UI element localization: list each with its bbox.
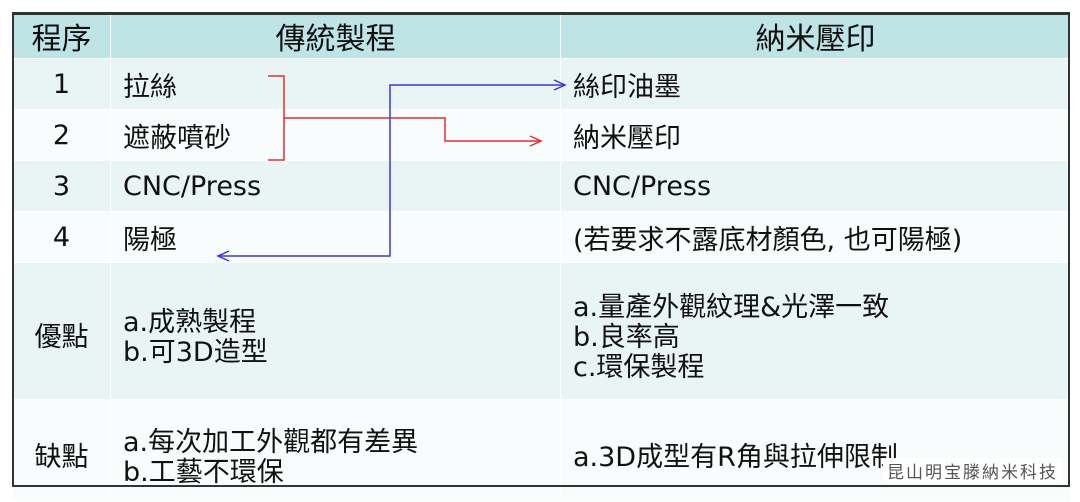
traditional-step: CNC/Press bbox=[110, 160, 561, 212]
pros-nano-item: c.環保製程 bbox=[573, 352, 705, 383]
nano-step: (若要求不露底材顏色, 也可陽極) bbox=[560, 211, 1071, 263]
pros-traditional-item: b.可3D造型 bbox=[123, 337, 268, 368]
cons-row: 缺點 a.每次加工外觀都有差異 b.工藝不環保 a.3D成型有R角與拉伸限制 bbox=[12, 399, 1071, 502]
step-number: 4 bbox=[12, 211, 111, 263]
cons-traditional: a.每次加工外觀都有差異 b.工藝不環保 bbox=[110, 399, 561, 502]
pros-traditional: a.成熟製程 b.可3D造型 bbox=[110, 262, 561, 400]
traditional-step: 拉絲 bbox=[110, 58, 561, 110]
step-number: 1 bbox=[12, 58, 111, 110]
pros-traditional-item: a.成熟製程 bbox=[123, 307, 257, 338]
traditional-step: 遮蔽噴砂 bbox=[110, 109, 561, 161]
cons-traditional-item: b.工藝不環保 bbox=[123, 456, 284, 488]
table-row: 2 遮蔽噴砂 納米壓印 bbox=[12, 109, 1071, 161]
nano-step: 納米壓印 bbox=[560, 109, 1071, 161]
header-step: 程序 bbox=[12, 12, 111, 59]
header-nano: 納米壓印 bbox=[560, 12, 1071, 59]
nano-step: 絲印油墨 bbox=[560, 58, 1071, 110]
header-traditional: 傳統製程 bbox=[110, 12, 561, 59]
cons-nano-item: a.3D成型有R角與拉伸限制 bbox=[573, 441, 898, 473]
cons-label: 缺點 bbox=[12, 399, 111, 502]
table-row: 3 CNC/Press CNC/Press bbox=[12, 160, 1071, 212]
table-row: 4 陽極 (若要求不露底材顏色, 也可陽極) bbox=[12, 211, 1071, 263]
traditional-step: 陽極 bbox=[110, 211, 561, 263]
process-comparison-table: 程序 傳統製程 納米壓印 1 拉絲 絲印油墨 2 遮蔽噴砂 納米壓印 3 CNC… bbox=[12, 12, 1071, 502]
company-watermark: 昆山明宝滕納米科技 bbox=[883, 458, 1062, 483]
step-number: 3 bbox=[12, 160, 111, 212]
cons-traditional-item: a.每次加工外觀都有差異 bbox=[123, 426, 419, 458]
nano-step: CNC/Press bbox=[560, 160, 1071, 212]
step-number: 2 bbox=[12, 109, 111, 161]
pros-nano-item: b.良率高 bbox=[573, 322, 680, 353]
table-row: 1 拉絲 絲印油墨 bbox=[12, 58, 1071, 110]
pros-row: 優點 a.成熟製程 b.可3D造型 a.量產外觀紋理&光澤一致 b.良率高 c.… bbox=[12, 262, 1071, 400]
table-header-row: 程序 傳統製程 納米壓印 bbox=[12, 12, 1071, 59]
cons-nano: a.3D成型有R角與拉伸限制 bbox=[560, 399, 1071, 502]
pros-label: 優點 bbox=[12, 262, 111, 400]
pros-nano-item: a.量產外觀紋理&光澤一致 bbox=[573, 292, 890, 323]
pros-nano: a.量產外觀紋理&光澤一致 b.良率高 c.環保製程 bbox=[560, 262, 1071, 400]
